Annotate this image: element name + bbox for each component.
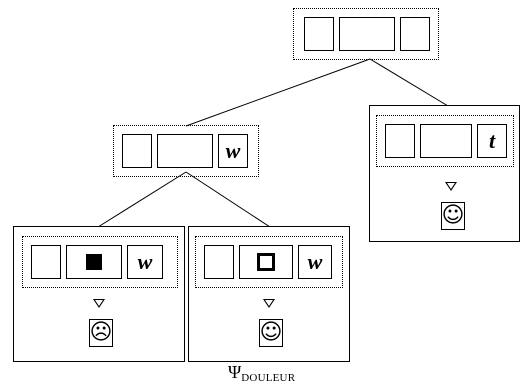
node-t-cell-3: t [477, 124, 507, 158]
frowning-face-icon: ☹ [89, 319, 113, 347]
node-t: t [376, 115, 514, 167]
caption-subscript: DOULEUR [241, 372, 296, 384]
root-cell-2 [339, 17, 395, 51]
node-w-cell-2 [157, 134, 213, 168]
triangle-arrow-icon [263, 299, 275, 308]
triangle-arrow-icon [93, 299, 105, 308]
edge-root-to-w [185, 58, 371, 127]
leaf-left-cell-3: w [127, 245, 163, 279]
root-cell-1 [304, 17, 334, 51]
triangle-arrow-icon [445, 182, 457, 191]
leaf-right-cell-2 [239, 245, 293, 279]
variable-w-label: w [137, 249, 153, 274]
psi-symbol: Ψ [228, 362, 242, 382]
root-cell-3 [400, 17, 430, 51]
leaf-right-cell-3: w [298, 245, 332, 279]
edge-w-to-right-leaf [185, 171, 271, 228]
node-w-cell-3: w [218, 134, 248, 168]
node-w: w [113, 125, 259, 177]
filled-square-icon [86, 254, 102, 270]
edge-w-to-left-leaf [97, 171, 187, 228]
panel-leaf-right: w ☺ [188, 226, 350, 362]
variable-w-label: w [307, 249, 323, 274]
node-t-cell-1 [385, 124, 415, 158]
node-t-cell-2 [420, 124, 472, 158]
diagram-caption: ΨDOULEUR [228, 362, 296, 384]
leaf-right-cell-1 [204, 245, 234, 279]
panel-leaf-left: w ☹ [13, 226, 185, 362]
leaf-left-cell-1 [31, 245, 61, 279]
leaf-left-cell-2 [66, 245, 122, 279]
hollow-square-icon [257, 253, 275, 271]
smiley-face-icon: ☺ [441, 202, 465, 230]
panel-node-t: t ☺ [369, 105, 520, 242]
leaf-left-node: w [22, 236, 178, 288]
variable-w-label: w [225, 138, 241, 163]
variable-t-label: t [488, 128, 496, 153]
node-w-cell-1 [122, 134, 152, 168]
smiley-face-icon: ☺ [259, 319, 283, 347]
root-node [293, 8, 439, 60]
edge-root-to-t [369, 58, 449, 107]
leaf-right-node: w [195, 236, 343, 288]
